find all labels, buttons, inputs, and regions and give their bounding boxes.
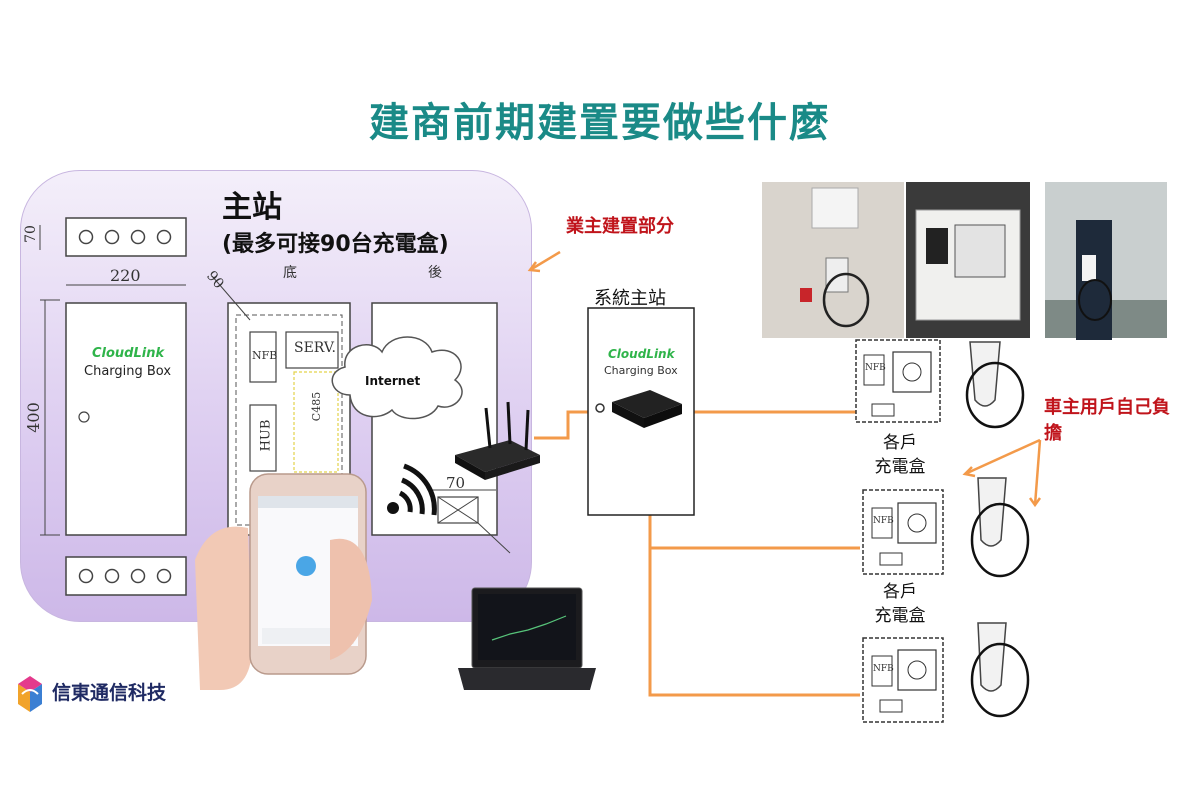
photo-wall-charger [762, 182, 904, 338]
unit-box-1 [855, 339, 941, 423]
router-icon [455, 401, 540, 480]
main-station-title: 主站 [222, 190, 282, 225]
terminal-strip-bottom [65, 556, 187, 596]
unit-nfb-label-2: NFB [873, 516, 894, 526]
serv-label: SERV. [294, 340, 336, 356]
charging-box-label: Charging Box [84, 364, 172, 379]
photo-meter-box [906, 182, 1030, 338]
laptop-icon [458, 587, 596, 690]
each-box-label-2: 各戶 充電盒 [874, 582, 926, 626]
each-box-label-1: 各戶 充電盒 [874, 433, 926, 477]
annotation-arrows [527, 250, 1042, 508]
dim-70b-label: 70 [446, 474, 466, 492]
cloudlink-logo: CloudLink [92, 346, 165, 361]
unit-box-2 [862, 489, 944, 575]
ev-charger-3 [970, 622, 1030, 718]
dim-400-label: 400 [23, 402, 43, 433]
hub-label: HUB [258, 419, 274, 452]
system-cloudlink-logo: CloudLink [608, 347, 675, 361]
cabinet-door [65, 302, 187, 536]
user-owned-annotation: 車主用戶自己負擔 [1044, 397, 1170, 444]
internet-cloud [331, 336, 463, 420]
system-station-title: 系統主站 [594, 288, 666, 309]
dim-220-label: 220 [110, 266, 141, 285]
system-charging-box-label: Charging Box [604, 364, 678, 377]
photo-garage-charger [1045, 182, 1167, 340]
unit-nfb-label-3: NFB [873, 664, 894, 674]
company-logo-icon [18, 676, 42, 712]
smartphone-app [195, 473, 372, 690]
dim-70-label: 70 [22, 225, 39, 243]
page-title: 建商前期建置要做些什麼 [369, 99, 831, 146]
ev-charger-1 [965, 341, 1025, 429]
company-name: 信東通信科技 [52, 682, 167, 704]
main-station-capacity: (最多可接90台充電盒) [222, 232, 449, 257]
owner-built-annotation: 業主建置部分 [566, 216, 674, 237]
wifi-icon [387, 463, 437, 516]
view-bottom-label: 底 [283, 265, 297, 281]
c485-label: C485 [310, 391, 324, 422]
nfb-label: NFB [252, 349, 278, 362]
internet-label: Internet [365, 374, 421, 388]
ev-charger-2 [970, 477, 1030, 578]
unit-nfb-label-1: NFB [865, 363, 886, 373]
terminal-strip-top [65, 217, 187, 257]
unit-box-3 [862, 637, 944, 723]
view-back-label: 後 [428, 265, 442, 281]
mini-pc-icon [595, 390, 682, 428]
